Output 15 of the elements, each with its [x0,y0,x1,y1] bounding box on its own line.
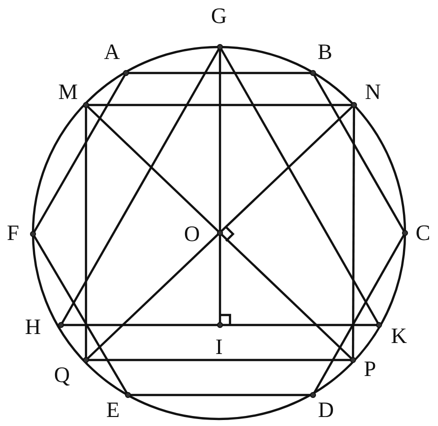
point-label: P [364,358,376,380]
point-label: I [215,336,223,358]
point-label: G [211,5,227,27]
point-label: B [318,41,332,63]
point-label: M [58,81,78,103]
point-label: E [106,399,120,421]
point-label: C [416,222,430,244]
point-label: H [25,316,41,338]
point-label: A [104,41,120,63]
point-label: K [391,325,407,347]
point-label: O [184,223,200,245]
point-label: Q [54,364,70,386]
point-label: D [318,399,334,421]
point-label: F [6,222,20,244]
point-label: N [365,81,381,103]
